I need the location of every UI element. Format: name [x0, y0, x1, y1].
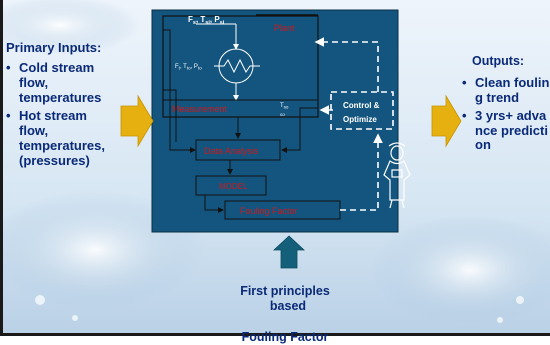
caption-line-2: based: [269, 299, 307, 313]
input-item-cold-stream: Cold stream flow, temperatures: [6, 60, 118, 105]
feedback-arrow-to-plant: [314, 37, 379, 92]
control-label-line2: Optimize: [343, 115, 377, 124]
heat-exchanger-icon: [196, 23, 260, 101]
output-item-fouling-trend: Clean fouling trend: [462, 76, 550, 105]
outputs-title: Outputs:: [472, 54, 525, 68]
outlet-variables: Tso: [280, 103, 289, 110]
process-diagram: Plant Fs, Tsi, Psi Ft, Tto, Pto Measurem…: [120, 9, 462, 269]
model-label: MODEL: [219, 182, 248, 191]
plant-label: Plant: [274, 23, 295, 33]
tube-side-variables: Ft, Tto, Pto: [175, 64, 202, 71]
output-arrow: [431, 94, 462, 148]
measurement-label: Measurement: [172, 104, 228, 114]
diagram-panel: [151, 9, 399, 233]
feedback-arrow-from-fouling: [340, 133, 383, 211]
first-principles-arrow: [272, 235, 306, 269]
fouling-factor-label: Fouling Factor: [240, 206, 298, 216]
caption-line-1: First principles: [240, 284, 330, 298]
shell-inlet-variables: Fs, Tsi, Psi: [188, 15, 225, 26]
model-box: [195, 175, 267, 196]
operator-icon: [383, 142, 411, 209]
outlet-variables-extra: co: [280, 112, 285, 117]
primary-inputs-list: Cold stream flow, temperatures Hot strea…: [6, 60, 118, 171]
input-arrow: [120, 94, 154, 148]
control-optimize-box: [330, 91, 394, 130]
outputs-list: Clean fouling trend 3 yrs+ advance predi…: [462, 76, 550, 157]
data-analysis-box: [195, 139, 281, 161]
input-item-hot-stream: Hot stream flow, temperatures, (pressure…: [6, 108, 118, 168]
data-analysis-label: Data Analysis: [204, 146, 259, 156]
primary-inputs-title: Primary Inputs:: [6, 40, 102, 55]
output-item-prediction: 3 yrs+ advance prediction: [462, 108, 550, 153]
control-label-line1: Control &: [343, 101, 380, 110]
